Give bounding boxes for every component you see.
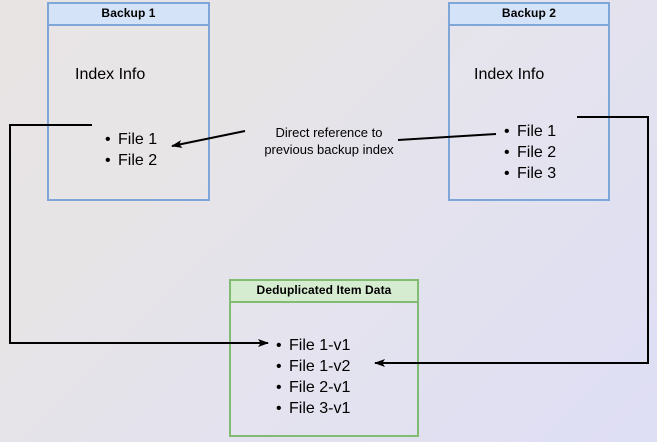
list-item: File 3-v1 <box>276 398 350 419</box>
list-item: File 1 <box>105 129 157 150</box>
backup-1-index-info-label: Index Info <box>75 66 146 83</box>
backup-2-file-list: File 1 File 2 File 3 <box>501 121 556 184</box>
deduplicated-item-data-body: File 1-v1 File 1-v2 File 2-v1 File 3-v1 <box>231 303 417 435</box>
deduplicated-item-data-box[interactable]: Deduplicated Item Data File 1-v1 File 1-… <box>229 279 419 437</box>
list-item: File 2-v1 <box>276 377 350 398</box>
direct-reference-annotation: Direct reference to previous backup inde… <box>264 125 394 157</box>
list-item: File 2 <box>504 142 556 163</box>
backup-1-box[interactable]: Backup 1 Index Info File 1 File 2 <box>47 2 210 201</box>
backup-2-header: Backup 2 <box>450 4 608 26</box>
backup-2-index-info-label: Index Info <box>474 66 545 83</box>
list-item: File 1 <box>504 121 556 142</box>
backup-1-body: Index Info File 1 File 2 <box>49 26 208 199</box>
backup-2-body: Index Info File 1 File 2 File 3 <box>450 26 608 199</box>
dedup-file-list: File 1-v1 File 1-v2 File 2-v1 File 3-v1 <box>273 335 350 419</box>
deduplicated-item-data-header: Deduplicated Item Data <box>231 281 417 303</box>
list-item: File 1-v2 <box>276 356 350 377</box>
list-item: File 2 <box>105 150 157 171</box>
backup-1-file-list: File 1 File 2 <box>102 129 157 171</box>
backup-2-box[interactable]: Backup 2 Index Info File 1 File 2 File 3 <box>448 2 610 201</box>
list-item: File 1-v1 <box>276 335 350 356</box>
list-item: File 3 <box>504 163 556 184</box>
backup-1-header: Backup 1 <box>49 4 208 26</box>
